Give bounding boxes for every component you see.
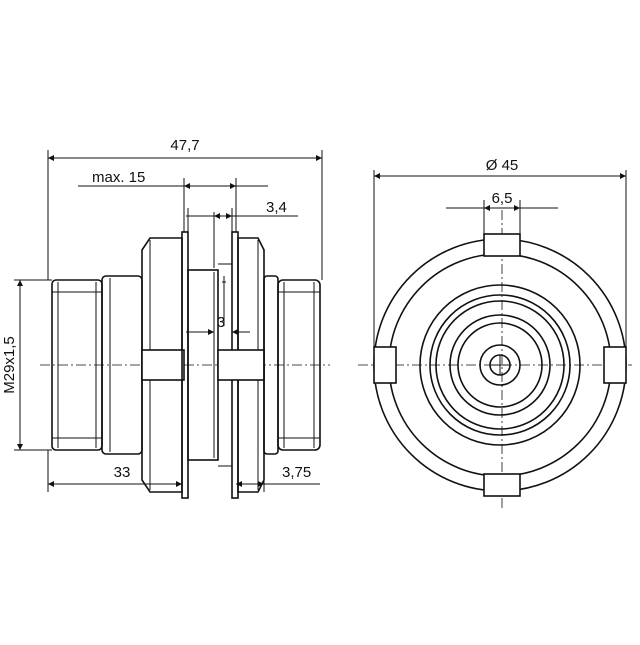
dim-length-left: 33 — [114, 464, 131, 481]
left-flange-slot — [141, 349, 185, 381]
dim-outer-diameter: Ø 45 — [486, 157, 519, 174]
dim-overall-length: 47,7 — [170, 137, 199, 154]
right-flange-slot — [217, 349, 265, 381]
dim-inner-gap: 3 — [217, 314, 225, 331]
dim-flange-gap: 3,4 — [266, 199, 287, 216]
side-view: 47,7 max. 15 3,4 3 M29x1,5 33 — [1, 137, 330, 499]
ring-2 — [429, 294, 571, 436]
inner-contact-ring — [479, 344, 521, 386]
front-view: Ø 45 6,5 — [358, 157, 632, 510]
right-nut — [277, 279, 321, 451]
ring-4 — [449, 314, 551, 416]
dim-flange-right: 3,75 — [282, 464, 311, 481]
slot-right — [603, 346, 627, 384]
ring-3 — [435, 300, 565, 430]
slot-top — [483, 233, 521, 257]
slot-left — [373, 346, 397, 384]
dim-thread: M29x1,5 — [1, 336, 18, 394]
ring-1 — [419, 284, 581, 446]
ring-5 — [457, 322, 543, 408]
dim-max-panel: max. 15 — [92, 169, 145, 186]
slot-bottom — [483, 473, 521, 497]
dim-slot-width: 6,5 — [492, 190, 513, 207]
